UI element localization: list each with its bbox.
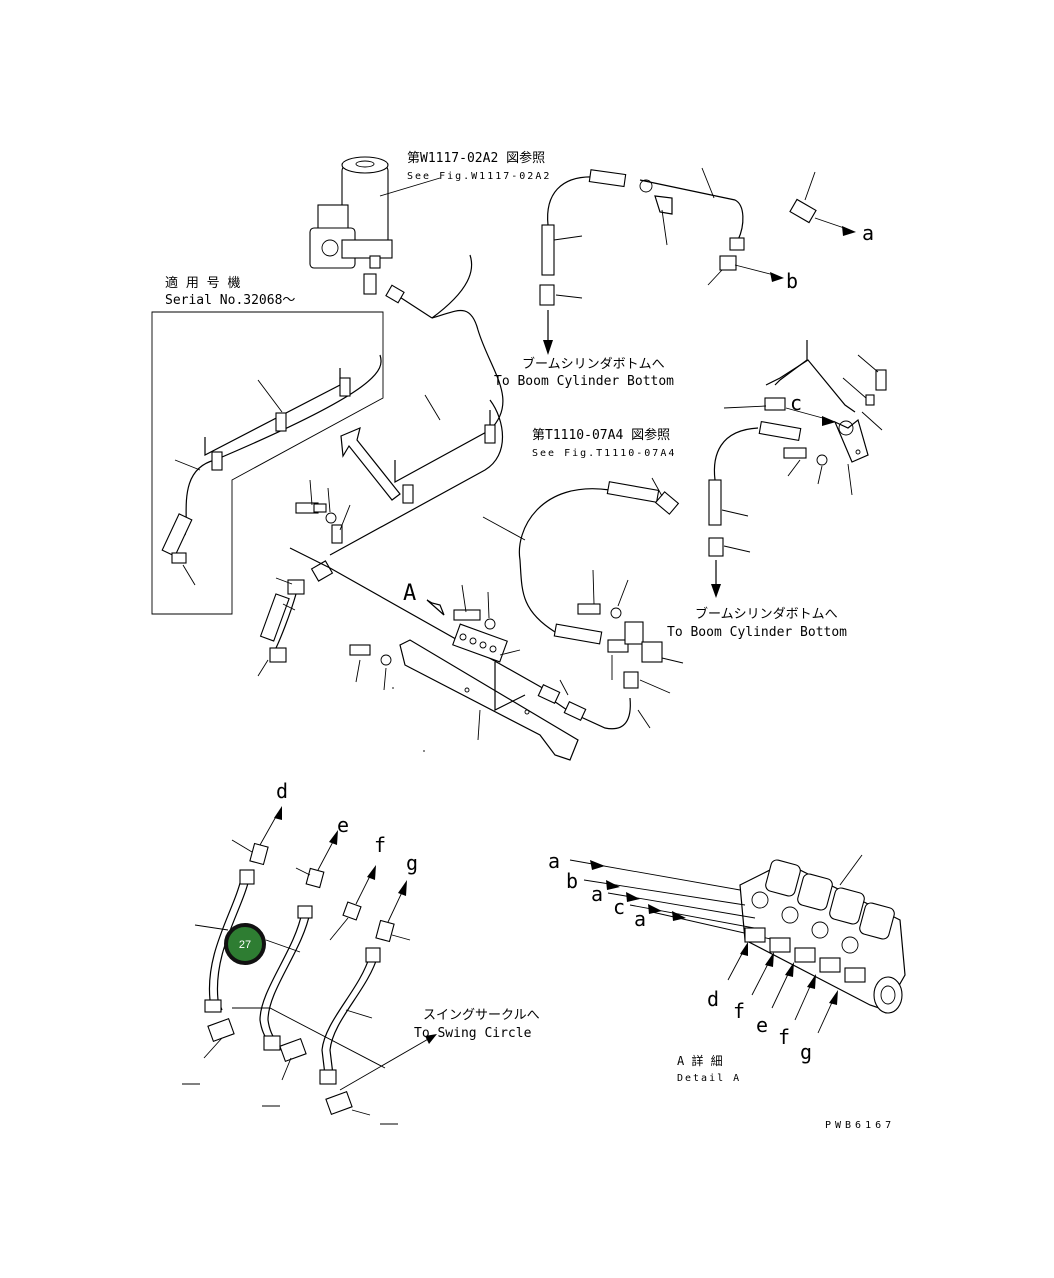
ref-pump-en: See Fig.W1117-02A2: [407, 171, 551, 182]
right-boom-hose: [708, 340, 887, 598]
boom-right-en: To Boom Cylinder Bottom: [667, 625, 847, 640]
view-arrow-a: [426, 599, 445, 616]
serial-box: [151, 311, 384, 615]
letter-f-low: f: [374, 833, 386, 857]
boom-top-en: To Boom Cylinder Bottom: [494, 374, 674, 389]
hose-pump-riser: [431, 254, 473, 319]
detail-letter-g: g: [800, 1040, 812, 1064]
letter-a-top: a: [862, 221, 874, 245]
swing-jp: スイングサークルへ: [423, 1008, 540, 1023]
detail-letter-a3: a: [634, 907, 646, 931]
hose-pump-main: [431, 310, 504, 431]
callout-marker-27: [224, 923, 266, 965]
serial-label-jp: 適 用 号 機: [165, 275, 240, 291]
detail-letter-e: e: [756, 1013, 768, 1037]
lower-left-fittings: [257, 547, 556, 696]
serial-box-pipe: [161, 354, 382, 586]
valve-hose-right: [482, 477, 684, 730]
swing-tubes: [182, 806, 437, 1125]
swing-en: To Swing Circle: [414, 1026, 532, 1041]
ref-pump-jp: 第W1117-02A2 図参照: [407, 150, 545, 166]
letter-b-top: b: [786, 269, 798, 293]
detail-label-jp: A 詳 細: [677, 1053, 723, 1068]
serial-label-en: Serial No.32068～: [165, 293, 295, 308]
bracket-plate: [349, 639, 579, 761]
top-boom-hose: [539, 167, 856, 355]
detail-a-valve: [569, 854, 906, 1034]
drawing-code: PWB6167: [825, 1120, 895, 1131]
ref-valve-en: See Fig.T1110-07A4: [532, 448, 676, 459]
detail-letter-a2: a: [591, 882, 603, 906]
detail-label-en: Detail A: [677, 1073, 741, 1084]
mid-clamp-pipe: [295, 394, 504, 556]
detail-letter-d: d: [707, 987, 719, 1011]
detail-letter-b: b: [566, 869, 578, 893]
view-label-a: A: [403, 581, 416, 606]
boom-right-jp: ブームシリンダボトムへ: [695, 606, 838, 622]
detail-letter-f2: f: [778, 1025, 790, 1049]
direction-arrow: [340, 426, 401, 501]
detail-letter-a1: a: [548, 849, 560, 873]
letter-e-low: e: [337, 813, 349, 837]
ref-valve-jp: 第T1110-07A4 図参照: [532, 427, 670, 443]
boom-top-jp: ブームシリンダボトムへ: [522, 356, 665, 372]
detail-letter-c: c: [613, 895, 625, 919]
letter-d-low: d: [276, 779, 288, 803]
center-valve-block: [452, 584, 526, 711]
callout-marker-27-number: 27: [239, 939, 251, 951]
detail-letter-f1: f: [733, 999, 745, 1023]
pump-motor-assembly: [309, 156, 441, 319]
letter-c-mid: c: [790, 391, 802, 415]
letter-g-low: g: [406, 851, 418, 875]
